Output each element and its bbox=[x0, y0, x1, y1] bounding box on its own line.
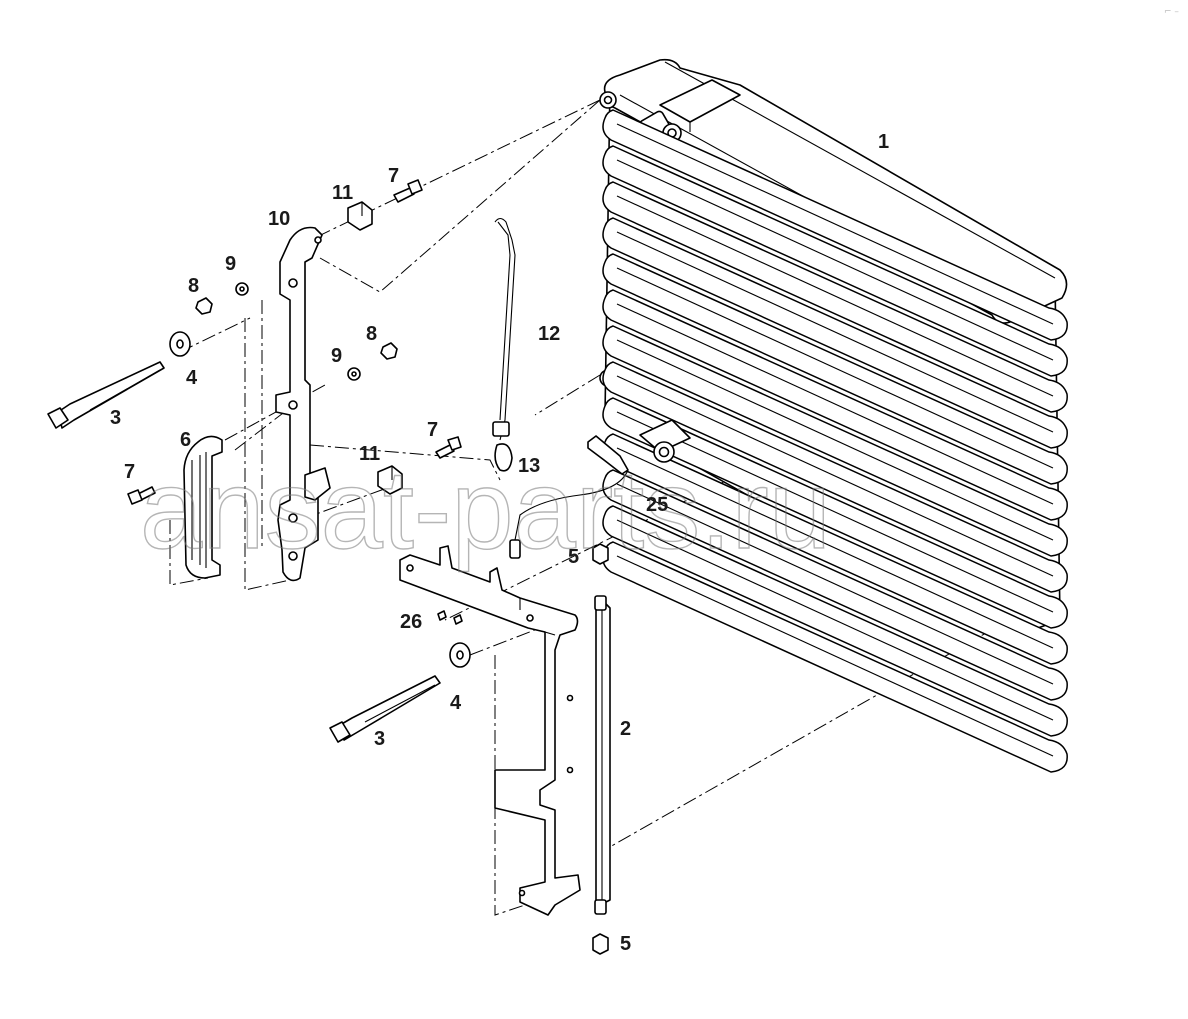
condenser-tube bbox=[602, 253, 1068, 485]
condenser-tube bbox=[602, 505, 1068, 737]
callout-5-top: 5 bbox=[568, 546, 579, 568]
callout-labels: 1 2 3 3 4 4 5 5 6 7 7 7 8 8 9 9 10 11 11… bbox=[110, 131, 889, 955]
callout-8-middle: 8 bbox=[366, 323, 377, 345]
callout-4-lower: 4 bbox=[450, 692, 462, 714]
callout-25: 25 bbox=[646, 494, 668, 516]
condenser-tube bbox=[602, 289, 1068, 521]
condenser-tube bbox=[602, 397, 1068, 629]
bolt-7-top bbox=[393, 179, 423, 203]
clip-11-top bbox=[347, 201, 373, 231]
callout-5-bottom: 5 bbox=[620, 933, 631, 955]
condenser-tubes bbox=[602, 109, 1068, 773]
long-bolt-lower bbox=[329, 675, 441, 743]
condenser-tube-fin-line bbox=[616, 447, 1054, 649]
callout-12: 12 bbox=[538, 323, 560, 345]
callout-9-middle: 9 bbox=[331, 345, 342, 367]
condenser-tube-fin-line bbox=[616, 519, 1054, 721]
bolt-7-middle bbox=[435, 436, 462, 459]
callout-1: 1 bbox=[878, 131, 889, 153]
condenser-tube bbox=[602, 109, 1068, 341]
vertical-bracket bbox=[275, 226, 331, 582]
nut-5-top bbox=[592, 543, 609, 565]
callout-7-left: 7 bbox=[124, 461, 135, 483]
condenser-tube-fin-line bbox=[616, 411, 1054, 613]
condenser-tube bbox=[602, 469, 1068, 701]
callout-3-lower: 3 bbox=[374, 728, 385, 750]
nut-5-bottom bbox=[592, 933, 609, 955]
condenser-tube bbox=[602, 541, 1068, 773]
callout-13: 13 bbox=[518, 455, 540, 477]
long-bolt-upper bbox=[47, 361, 165, 429]
hardware bbox=[47, 179, 609, 955]
clip-13 bbox=[494, 443, 513, 472]
condenser-tube bbox=[602, 145, 1068, 377]
condenser-lower-fitting bbox=[639, 419, 691, 463]
condenser-tube-fin-line bbox=[616, 159, 1054, 361]
screw-26-b bbox=[453, 614, 463, 625]
condenser-tube-fin-line bbox=[616, 195, 1054, 397]
callout-2: 2 bbox=[620, 718, 631, 740]
vertical-rod bbox=[594, 595, 611, 915]
nut-middle bbox=[380, 342, 398, 360]
callout-7-top: 7 bbox=[388, 165, 399, 187]
callout-10: 10 bbox=[268, 208, 290, 230]
condenser-tube-fin-line bbox=[616, 375, 1054, 577]
bolt-7-left bbox=[127, 486, 156, 505]
callout-11-top: 11 bbox=[332, 182, 353, 204]
condenser-tube bbox=[602, 181, 1068, 413]
screw-26-a bbox=[437, 610, 447, 621]
condenser-tube bbox=[602, 217, 1068, 449]
condenser-tube-fin-line bbox=[616, 123, 1054, 325]
callout-9-upper: 9 bbox=[225, 253, 236, 275]
condenser-tube-fin-line bbox=[616, 231, 1054, 433]
callout-6: 6 bbox=[180, 429, 191, 451]
temperature-sensor bbox=[509, 435, 629, 559]
condenser-tube-fin-line bbox=[616, 303, 1054, 505]
sensor-rod bbox=[492, 217, 516, 472]
callout-4-upper: 4 bbox=[186, 367, 198, 389]
callout-26: 26 bbox=[400, 611, 422, 633]
condenser-tube-fin-line bbox=[616, 555, 1054, 757]
corner-mark: ⌐ – bbox=[1164, 7, 1179, 17]
condenser-tube-fin-line bbox=[616, 267, 1054, 469]
callout-7-middle: 7 bbox=[427, 419, 438, 441]
condenser-tube-fin-line bbox=[616, 339, 1054, 541]
nut-upper bbox=[195, 297, 213, 315]
watermark-text: ansat-parts.ru bbox=[140, 447, 831, 572]
callout-3-upper: 3 bbox=[110, 407, 121, 429]
handle bbox=[183, 435, 223, 579]
condenser-tube bbox=[602, 325, 1068, 557]
mounting-plate bbox=[399, 545, 581, 916]
callout-11-middle: 11 bbox=[359, 443, 380, 465]
condenser-tube bbox=[602, 361, 1068, 593]
condenser-tube-fin-line bbox=[616, 483, 1054, 685]
callout-8-upper: 8 bbox=[188, 275, 199, 297]
